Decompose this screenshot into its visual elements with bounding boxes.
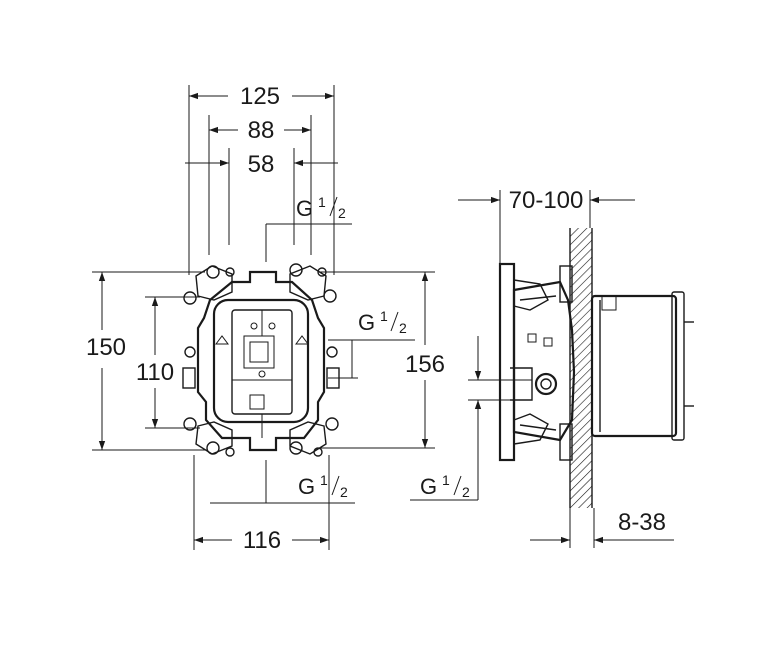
dim-width-inner: 58 [185, 151, 338, 178]
dim-116-label: 116 [243, 527, 281, 554]
thread-right-sub: 2 [399, 320, 407, 336]
thread-top-sub: 2 [338, 205, 346, 221]
dim-height-right: 156 [405, 272, 445, 448]
side-view: 70-100 [410, 187, 694, 548]
dim-58-label: 58 [248, 151, 275, 178]
front-view: 125 88 58 G 1 2 150 [86, 83, 445, 554]
dim-125-label: 125 [240, 83, 280, 110]
dim-8-38-label: 8-38 [618, 509, 666, 536]
dim-height-inner: 110 [136, 297, 174, 428]
thread-top-sup: 1 [318, 194, 326, 210]
dim-156-label: 156 [405, 351, 445, 378]
thread-label-bottom: G 1 2 [210, 460, 355, 504]
thread-label-top: G 1 2 [265, 194, 352, 262]
dim-88-label: 88 [248, 117, 275, 144]
dim-width-bottom: 116 [194, 527, 329, 554]
thread-top-g: G [296, 196, 313, 221]
dim-width-overall: 125 [189, 83, 334, 110]
dim-depth-range: 70-100 [458, 187, 635, 270]
thread-bottom-sub: 2 [340, 484, 348, 500]
thread-right-g: G [358, 310, 375, 335]
wall-hatch [570, 228, 592, 508]
thread-right-sup: 1 [380, 308, 388, 324]
dim-110-label: 110 [136, 359, 174, 386]
thread-label-right: G 1 2 [328, 308, 415, 379]
dim-wall-range: 8-38 [530, 508, 674, 548]
thread-label-side: G 1 2 [410, 336, 532, 501]
thread-bottom-g: G [298, 474, 315, 499]
thread-side-sup: 1 [442, 472, 450, 488]
thread-bottom-sup: 1 [320, 472, 328, 488]
dim-70-100-label: 70-100 [509, 187, 584, 214]
dim-width-mid: 88 [209, 117, 311, 144]
dim-150-label: 150 [86, 334, 126, 361]
box-body-front [182, 263, 340, 457]
dim-height-overall: 150 [86, 272, 126, 450]
thread-side-sub: 2 [462, 484, 470, 500]
box-body-side [498, 262, 694, 462]
thread-side-g: G [420, 474, 437, 499]
